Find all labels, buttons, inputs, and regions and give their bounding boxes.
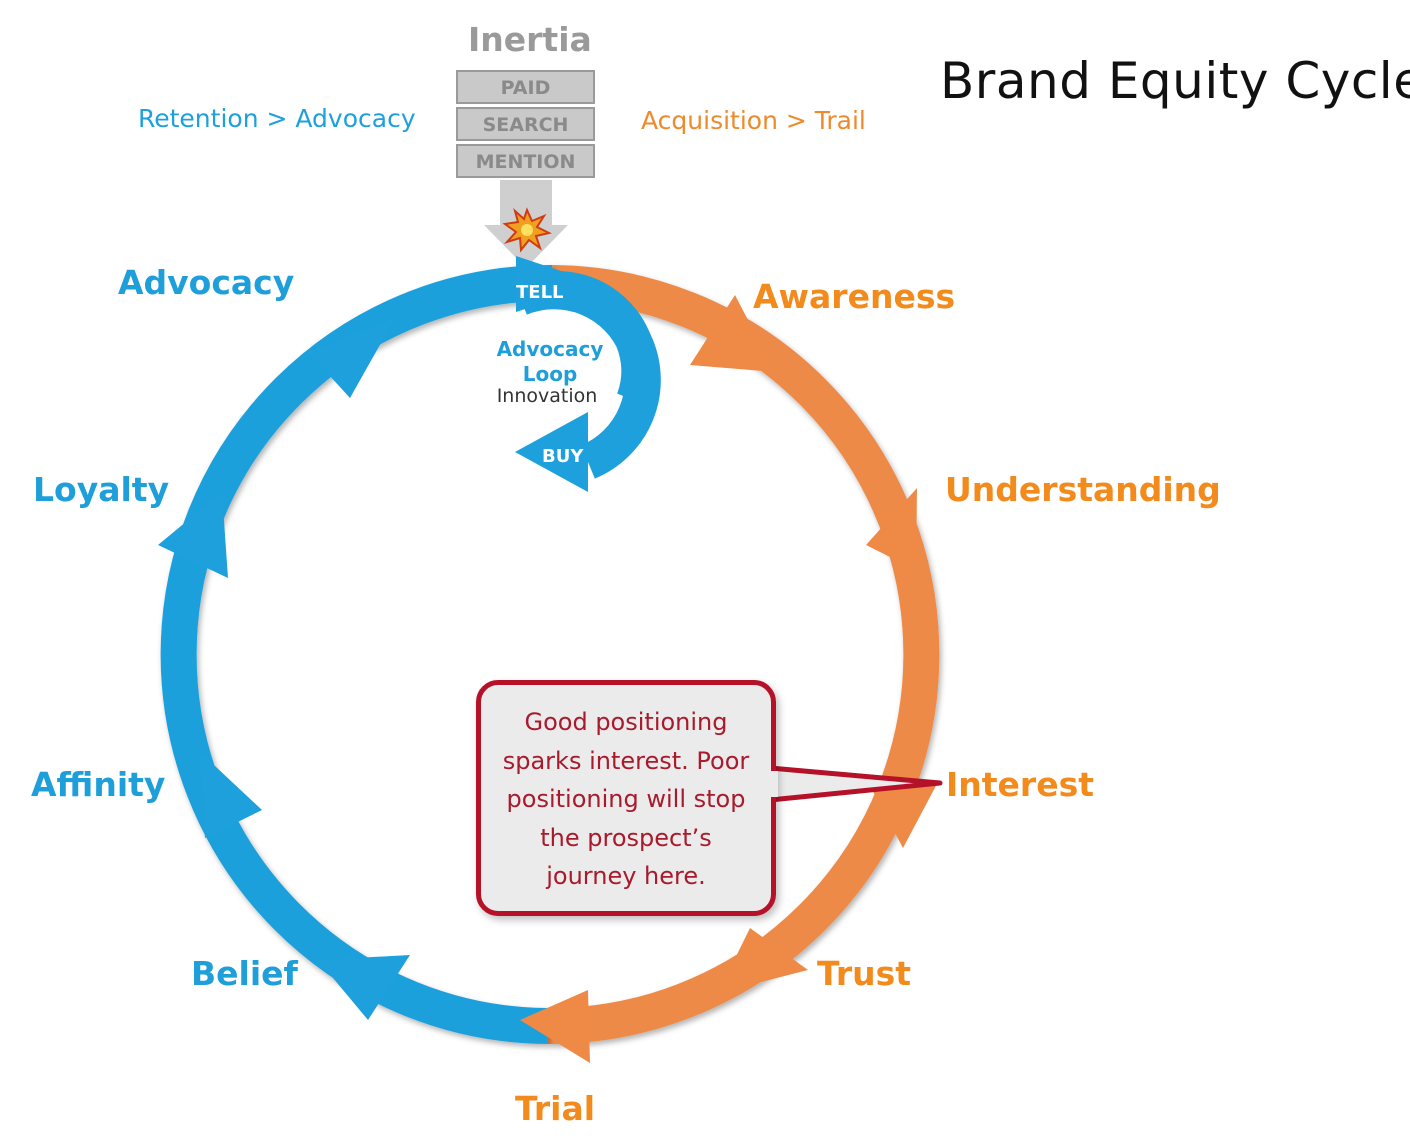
advocacy-loop-title: Advocacy xyxy=(496,337,604,361)
stage-trust: Trust xyxy=(817,954,912,993)
arrow-icon xyxy=(158,492,228,578)
arrow-icon xyxy=(866,488,917,570)
stage-awareness: Awareness xyxy=(753,277,956,316)
arrow-icon xyxy=(200,752,262,838)
arrow-icon xyxy=(308,318,395,398)
arrow-icon xyxy=(690,295,775,372)
tell-label: TELL xyxy=(516,282,564,303)
funnel-paid: PAID xyxy=(456,70,595,104)
innovation-label: Innovation xyxy=(496,385,598,407)
advocacy-loop-subtitle: Loop xyxy=(522,362,578,386)
advocacy-loop-ring-cap xyxy=(511,271,658,407)
arrow-icon xyxy=(718,928,808,993)
page-title: Brand Equity Cycle xyxy=(940,52,1410,110)
funnel-mention: MENTION xyxy=(456,144,595,178)
arrow-icon xyxy=(520,990,590,1063)
stage-trial: Trial xyxy=(515,1089,596,1128)
stage-interest: Interest xyxy=(946,765,1095,804)
funnel-search: SEARCH xyxy=(456,107,595,141)
positioning-callout: Good positioning sparks interest. Poor p… xyxy=(476,680,776,916)
explosion-icon xyxy=(502,207,552,253)
stage-loyalty: Loyalty xyxy=(33,470,170,509)
inertia-label: Inertia xyxy=(468,20,592,59)
stage-advocacy: Advocacy xyxy=(118,263,295,302)
stage-understanding: Understanding xyxy=(945,470,1221,509)
retention-subtitle: Retention > Advocacy xyxy=(138,104,416,133)
arrow-icon xyxy=(515,412,588,492)
buy-label: BUY xyxy=(542,446,584,467)
acquisition-subtitle: Acquisition > Trail xyxy=(641,106,866,135)
callout-text: Good positioning sparks interest. Poor p… xyxy=(502,708,750,890)
stage-affinity: Affinity xyxy=(31,765,166,804)
arrow-icon xyxy=(318,955,410,1020)
stage-belief: Belief xyxy=(191,954,298,993)
